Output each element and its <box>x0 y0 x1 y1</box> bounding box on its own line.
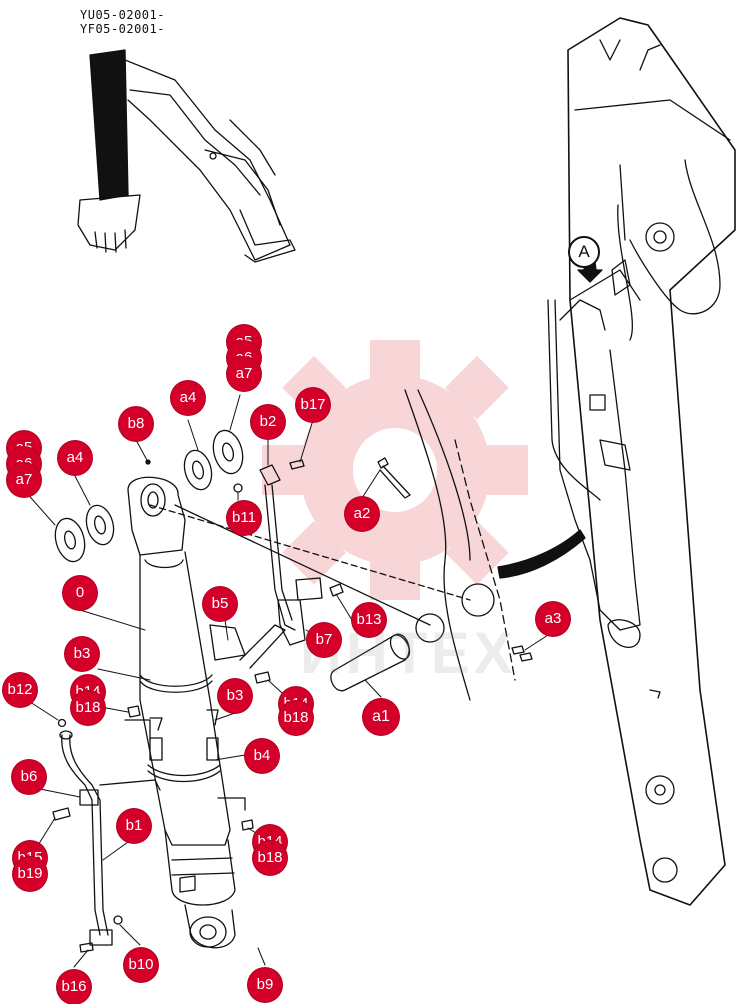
callout-b19[interactable]: b19 <box>13 857 47 891</box>
hose-b2 <box>127 459 344 831</box>
clamp-bands <box>124 674 246 811</box>
callout-b12[interactable]: b12 <box>3 673 37 707</box>
callout-b17[interactable]: b17 <box>296 388 330 422</box>
callout-b2[interactable]: b2 <box>251 405 285 439</box>
callout-b1[interactable]: b1 <box>117 809 151 843</box>
callout-a7[interactable]: a7 <box>227 357 261 391</box>
callout-a2[interactable]: a2 <box>345 497 379 531</box>
callout-a1[interactable]: a1 <box>363 699 399 735</box>
callout-b16[interactable]: b16 <box>57 970 91 1004</box>
callout-zero[interactable]: 0 <box>63 576 97 610</box>
bolts-a3 <box>511 645 533 662</box>
callout-b11[interactable]: b11 <box>227 501 261 535</box>
callout-b10[interactable]: b10 <box>124 948 158 982</box>
callout-b3-upper[interactable]: b3 <box>65 637 99 671</box>
pipe-b1 <box>52 718 161 953</box>
serial-range-2: YF05-02001- <box>80 22 165 36</box>
callout-b7[interactable]: b7 <box>307 623 341 657</box>
callout-a3[interactable]: a3 <box>536 602 570 636</box>
callout-b18-b[interactable]: b18 <box>279 701 313 735</box>
callout-b5[interactable]: b5 <box>203 587 237 621</box>
washers <box>54 429 244 563</box>
callout-b8[interactable]: b8 <box>119 407 153 441</box>
callout-b18-a[interactable]: b18 <box>71 691 105 725</box>
callout-b9[interactable]: b9 <box>248 968 282 1002</box>
callout-a7-left[interactable]: a7 <box>7 463 41 497</box>
callout-a4-left[interactable]: a4 <box>58 441 92 475</box>
bucket-cylinder <box>127 459 236 949</box>
serial-range-1: YU05-02001- <box>80 8 165 22</box>
callout-b13[interactable]: b13 <box>352 603 386 637</box>
boom-arm <box>497 17 736 906</box>
bolt-a2 <box>377 457 411 499</box>
callout-b3-lower[interactable]: b3 <box>218 679 252 713</box>
pin-a1 <box>330 633 411 692</box>
callout-b18-c[interactable]: b18 <box>253 841 287 875</box>
bracket-plate <box>149 389 516 701</box>
callout-b6[interactable]: b6 <box>12 760 46 794</box>
callout-b4[interactable]: b4 <box>245 739 279 773</box>
excavator-thumbnail <box>77 49 296 263</box>
callout-a4[interactable]: a4 <box>171 381 205 415</box>
view-a-marker: A <box>568 236 600 268</box>
